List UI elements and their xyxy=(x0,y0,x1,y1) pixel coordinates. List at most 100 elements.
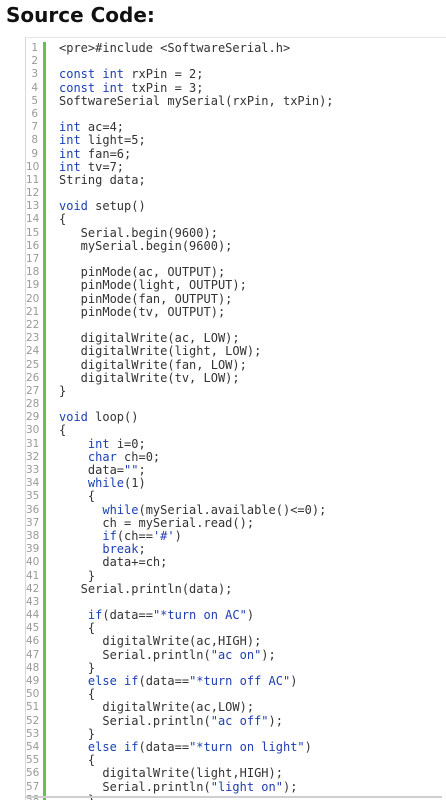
code-text: void setup() xyxy=(59,200,146,213)
code-line: 40 data+=ch; xyxy=(26,556,446,570)
line-number: 44 xyxy=(26,609,40,622)
code-line: 32 char ch=0; xyxy=(26,449,446,464)
code-line: 24 digitalWrite(light, LOW); xyxy=(26,345,446,359)
code-token: fan=6; xyxy=(80,146,132,161)
code-line: 19 pinMode(light, OUTPUT); xyxy=(26,279,446,293)
gutter-marker xyxy=(43,253,46,267)
code-text: { xyxy=(59,622,95,635)
gutter-marker xyxy=(43,187,46,201)
code-text: pinMode(fan, OUTPUT); xyxy=(59,292,233,306)
line-number: 19 xyxy=(26,279,40,292)
code-line: 44 if(data=="*turn on AC") xyxy=(26,608,446,623)
line-number: 33 xyxy=(26,464,40,476)
line-number: 9 xyxy=(31,147,38,160)
code-line: 48 } xyxy=(26,661,446,675)
line-number: 8 xyxy=(31,134,38,147)
code-line: 8 int light=5; xyxy=(26,134,446,148)
code-text: Serial.println("ac on"); xyxy=(59,648,275,662)
gutter-marker xyxy=(43,332,46,346)
code-token: mySerial.begin(9600); xyxy=(59,238,233,253)
code-line: 50 { xyxy=(26,687,446,702)
gutter-marker xyxy=(43,635,46,649)
line-number: 21 xyxy=(26,305,40,318)
gutter-marker xyxy=(43,121,46,135)
line-number: 2 xyxy=(31,55,38,68)
code-token: ch=0; xyxy=(116,449,161,464)
code-token: (data== xyxy=(138,739,190,754)
code-text: { xyxy=(59,754,95,767)
code-token: (ch== xyxy=(116,528,153,543)
code-string: "*turn on light" xyxy=(189,739,305,754)
line-number: 11 xyxy=(26,173,40,186)
line-number: 1 xyxy=(31,42,38,54)
line-number: 34 xyxy=(26,477,40,490)
code-token: { xyxy=(59,687,96,702)
code-keyword: else if xyxy=(87,674,139,688)
code-keyword: if xyxy=(87,608,103,623)
line-number: 52 xyxy=(26,714,40,727)
code-token: Serial.println( xyxy=(59,779,211,794)
line-number: 36 xyxy=(26,503,40,516)
code-line: 1 <pre>#include <SoftwareSerial.h> xyxy=(26,41,446,56)
code-text: int fan=6; xyxy=(59,146,132,161)
gutter-marker xyxy=(43,239,46,253)
gutter-marker xyxy=(43,437,46,451)
gutter-marker xyxy=(43,450,46,464)
horizontal-scrollbar[interactable] xyxy=(25,796,442,798)
code-text: while(mySerial.available()<=0); xyxy=(59,503,326,517)
code-line: 54 else if(data=="*turn on light") xyxy=(26,739,446,755)
gutter-marker xyxy=(43,556,46,570)
code-text: } xyxy=(59,383,67,398)
code-token: pinMode(ac, OUTPUT); xyxy=(59,265,226,280)
line-number: 13 xyxy=(26,200,40,213)
line-number: 28 xyxy=(26,398,40,411)
gutter-marker xyxy=(43,609,46,623)
gutter-marker xyxy=(43,292,46,306)
code-token: light=5; xyxy=(80,133,146,148)
code-token: Serial.println(data); xyxy=(59,581,233,596)
code-line: 41 } xyxy=(26,569,446,583)
code-line: 39 break; xyxy=(26,543,446,557)
code-text: Serial.println(data); xyxy=(59,581,233,596)
code-text: Serial.begin(9600); xyxy=(59,226,218,240)
code-text: while(1) xyxy=(59,477,146,490)
line-number: 5 xyxy=(31,94,38,107)
code-token: (data== xyxy=(138,674,190,688)
code-token: ; xyxy=(138,463,146,477)
code-text: digitalWrite(ac,HIGH); xyxy=(59,635,261,648)
code-token: SoftwareSerial mySerial(rxPin, txPin); xyxy=(59,93,334,108)
code-token: (1) xyxy=(124,476,146,491)
code-text: int light=5; xyxy=(59,134,146,147)
code-text: <pre>#include <SoftwareSerial.h> xyxy=(59,41,290,55)
code-token: } xyxy=(59,383,67,398)
code-text: if(data=="*turn on AC") xyxy=(59,608,254,623)
code-line: 52 Serial.println("ac off"); xyxy=(26,714,446,728)
line-number: 37 xyxy=(26,516,40,529)
line-number: 43 xyxy=(26,595,40,608)
code-line: 35 { xyxy=(26,490,446,504)
gutter-marker xyxy=(43,661,46,675)
code-token xyxy=(59,503,102,517)
code-line: 43 xyxy=(26,595,446,610)
code-token: { xyxy=(59,212,67,227)
code-token xyxy=(59,674,88,688)
code-text: data=""; xyxy=(59,463,146,477)
gutter-marker xyxy=(43,226,46,240)
code-line: 49 else if(data=="*turn off AC") xyxy=(26,674,446,689)
code-keyword: int xyxy=(87,436,110,451)
code-text: data+=ch; xyxy=(59,556,167,569)
gutter-marker xyxy=(43,94,46,108)
line-number: 7 xyxy=(31,121,38,134)
line-number: 55 xyxy=(26,754,40,767)
code-text: pinMode(tv, OUTPUT); xyxy=(59,305,226,319)
line-number: 12 xyxy=(26,187,40,200)
code-line: 38 if(ch=='#') xyxy=(26,528,446,544)
gutter-marker xyxy=(43,358,46,372)
code-token xyxy=(59,608,88,622)
code-text: SoftwareSerial mySerial(rxPin, txPin); xyxy=(59,93,334,108)
line-number: 39 xyxy=(26,543,40,556)
